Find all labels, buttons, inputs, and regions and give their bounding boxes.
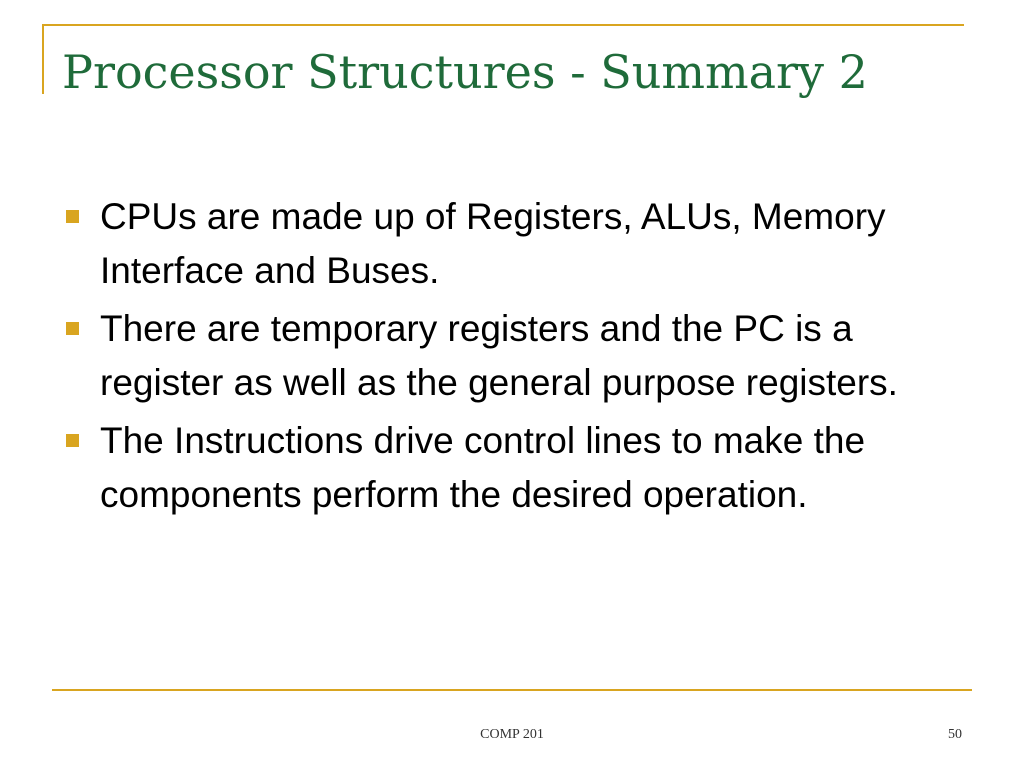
frame-left-line — [42, 24, 44, 94]
footer-rule — [52, 689, 972, 691]
square-bullet-icon — [66, 322, 79, 335]
bullet-text: The Instructions drive control lines to … — [100, 420, 866, 515]
slide-title: Processor Structures - Summary 2 — [62, 45, 868, 99]
bullet-item: There are temporary registers and the PC… — [62, 302, 962, 410]
bullet-list: CPUs are made up of Registers, ALUs, Mem… — [62, 190, 962, 526]
footer-course: COMP 201 — [480, 727, 544, 742]
square-bullet-icon — [66, 434, 79, 447]
bullet-text: CPUs are made up of Registers, ALUs, Mem… — [100, 196, 886, 291]
bullet-item: CPUs are made up of Registers, ALUs, Mem… — [62, 190, 962, 298]
square-bullet-icon — [66, 210, 79, 223]
footer-page-number: 50 — [948, 727, 962, 742]
frame-top-line — [42, 24, 964, 26]
bullet-item: The Instructions drive control lines to … — [62, 414, 962, 522]
bullet-text: There are temporary registers and the PC… — [100, 308, 898, 403]
